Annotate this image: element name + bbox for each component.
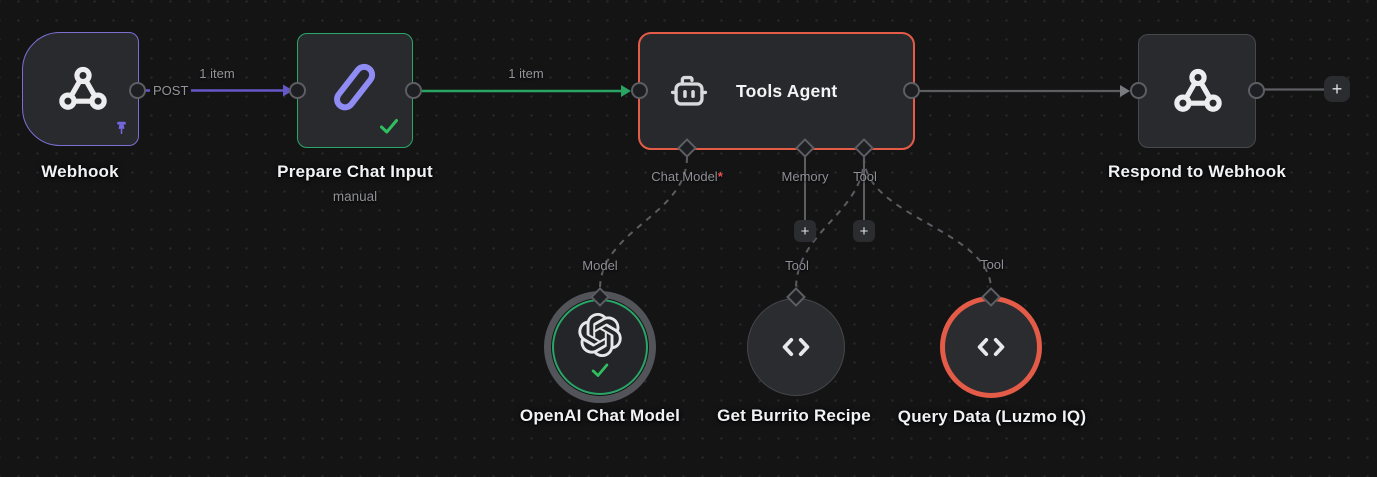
robot-icon — [670, 75, 708, 106]
node-title-webhook: Webhook — [41, 162, 119, 181]
node-title-tools-agent: Tools Agent — [736, 80, 838, 101]
luzmo-port-label: Tool — [980, 257, 1004, 272]
webhook-icon — [59, 66, 107, 110]
plus-icon: + — [1331, 79, 1343, 99]
edge-items-label: 1 item — [199, 66, 235, 81]
prepare-input-endpoint[interactable] — [288, 82, 306, 99]
openai-logo-icon — [578, 313, 622, 357]
pencil-icon — [334, 63, 376, 111]
node-respond-to-webhook[interactable] — [1138, 34, 1256, 148]
add-tool-button[interactable]: + — [853, 220, 875, 242]
plus-icon: + — [859, 222, 869, 240]
node-query-data-luzmo[interactable] — [940, 296, 1042, 398]
burrito-port-label: Tool — [785, 258, 809, 273]
edge-method-badge: POST — [150, 83, 192, 98]
agent-chat-model-port-label: Chat Model* — [651, 169, 723, 184]
agent-output-endpoint[interactable] — [902, 82, 920, 99]
node-prepare-chat-input[interactable] — [297, 33, 413, 148]
node-webhook[interactable] — [22, 32, 139, 146]
node-openai-chat-model[interactable] — [552, 299, 648, 395]
checkmark-icon — [380, 119, 398, 134]
code-brackets-icon — [782, 337, 810, 357]
agent-input-endpoint[interactable] — [630, 82, 648, 99]
add-memory-button[interactable]: + — [794, 220, 816, 242]
prepare-output-endpoint[interactable] — [404, 82, 422, 99]
agent-tool-port-label: Tool — [853, 169, 877, 184]
node-title-prepare: Prepare Chat Input — [277, 162, 433, 181]
webhook-output-endpoint[interactable] — [128, 82, 146, 99]
edge-webhook-to-prepare-arrowhead — [283, 84, 293, 97]
edge-agent-to-respond-arrowhead — [1120, 85, 1130, 97]
node-title-luzmo: Query Data (Luzmo IQ) — [897, 407, 1087, 426]
code-brackets-icon — [977, 337, 1005, 357]
edge-prepare-to-agent-arrowhead — [621, 85, 631, 97]
edge-tool-to-luzmo[interactable] — [863, 156, 992, 290]
openai-port-label: Model — [582, 258, 618, 273]
node-tools-agent[interactable]: Tools Agent — [638, 32, 915, 150]
node-subtitle-prepare: manual — [332, 189, 378, 204]
node-title-openai: OpenAI Chat Model — [519, 406, 681, 425]
node-get-burrito-recipe[interactable] — [747, 298, 845, 396]
edge-items-label: 1 item — [508, 66, 544, 81]
plus-icon: + — [800, 222, 810, 240]
respond-input-endpoint[interactable] — [1129, 82, 1147, 99]
respond-output-endpoint[interactable] — [1247, 82, 1265, 99]
required-marker: * — [717, 169, 723, 184]
node-title-burrito: Get Burrito Recipe — [717, 406, 871, 425]
checkmark-icon — [591, 363, 609, 377]
agent-memory-port-label: Memory — [781, 169, 829, 184]
webhook-icon — [1174, 68, 1222, 112]
node-title-respond: Respond to Webhook — [1108, 162, 1286, 181]
pushpin-icon — [117, 121, 126, 135]
edge-tool-to-burrito[interactable] — [795, 156, 865, 290]
add-node-button[interactable]: + — [1324, 76, 1350, 102]
